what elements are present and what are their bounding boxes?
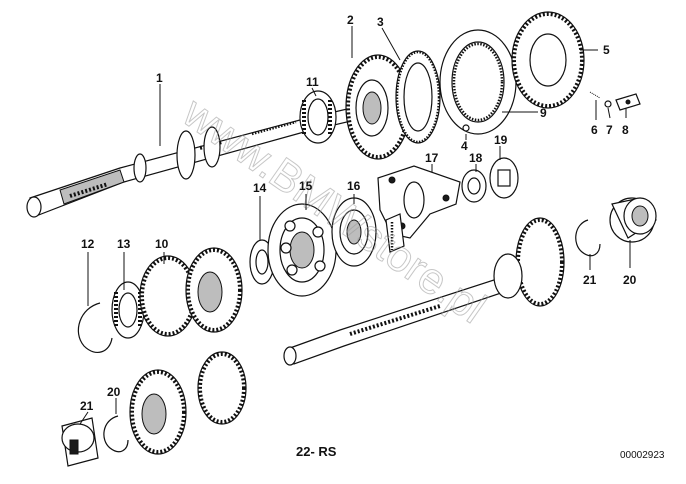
bearing-16 (331, 197, 377, 267)
part-label-3: 3 (377, 15, 384, 29)
part-label-21-left: 20 (107, 385, 121, 399)
circlip-21-left (103, 415, 129, 453)
part-label-17: 17 (425, 151, 439, 165)
thrust-piece-8 (615, 93, 641, 111)
part-label-4: 4 (461, 139, 468, 153)
part-label-11: 11 (306, 75, 319, 89)
part-labels: 1 2 3 4 5 6 7 8 9 10 11 12 13 14 15 16 1… (80, 13, 637, 413)
part-label-5: 5 (603, 43, 610, 57)
part-label-21-right: 21 (583, 273, 597, 287)
part-label-12: 12 (81, 237, 95, 251)
bearing-20-left (61, 417, 99, 467)
part-label-13: 13 (117, 237, 131, 251)
part-label-20-left: 21 (80, 399, 94, 413)
needle-bearing-11 (299, 90, 337, 144)
bearing-20-right (609, 197, 657, 243)
part-label-18: 18 (469, 151, 483, 165)
part-label-1: 1 (156, 71, 163, 85)
ball-7 (604, 100, 612, 108)
part-label-2: 2 (347, 13, 354, 27)
circlip-12 (77, 302, 113, 354)
diagram-caption: 22- RS (296, 444, 337, 459)
ball-bearing-15 (267, 203, 337, 297)
gear-10 (139, 247, 243, 337)
part-label-9: 9 (540, 106, 547, 120)
leader-lines (79, 26, 631, 425)
drawing-number: 00002923 (620, 450, 665, 461)
spring-6 (589, 91, 601, 99)
part-label-10: 10 (155, 237, 169, 251)
part-label-8: 8 (622, 123, 629, 137)
part-label-20-right: 20 (623, 273, 637, 287)
part-label-19: 19 (494, 133, 508, 147)
part-label-15: 15 (299, 179, 313, 193)
countershaft-large-gear (493, 217, 565, 307)
part-label-7: 7 (606, 123, 613, 137)
part-label-6: 6 (591, 123, 598, 137)
circlip-21-right (575, 219, 601, 257)
synchro-ring-3 (395, 50, 441, 144)
countershaft-gear-lower (129, 351, 247, 455)
lock-plate-19 (489, 157, 519, 199)
ball-4 (462, 124, 470, 132)
needle-bearing-13 (111, 281, 145, 339)
part-label-16: 16 (347, 179, 361, 193)
synchro-hub-5 (511, 11, 585, 109)
sliding-sleeve-9 (439, 29, 517, 135)
part-label-14: 14 (253, 181, 267, 195)
output-flange-17 (377, 165, 461, 253)
collar-nut-18 (461, 169, 487, 203)
